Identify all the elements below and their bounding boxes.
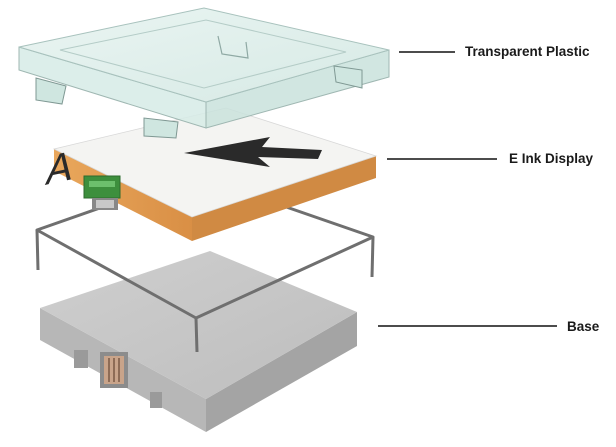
plastic-inner-outline [59, 19, 347, 89]
base-block [40, 251, 357, 432]
eink-right-side [192, 156, 376, 241]
base-connector [100, 352, 128, 388]
display-connector [83, 175, 121, 210]
wire-frame-leg-front [194, 317, 199, 353]
base-top-face [40, 251, 357, 399]
wire-frame-leg-left [35, 229, 40, 271]
display-glyph: A [43, 142, 76, 195]
plastic-tab-front [143, 117, 179, 139]
transparent-plastic-cover [18, 7, 390, 139]
base-foot-right [150, 392, 162, 408]
plastic-top-face [18, 7, 390, 103]
plastic-tab-left [35, 77, 67, 105]
wire-frame-leg-right [370, 236, 375, 278]
plastic-notch [217, 35, 249, 59]
eink-display: A [43, 107, 378, 241]
base-foot-left [74, 350, 88, 368]
label-transparent-plastic: Transparent Plastic [465, 44, 590, 59]
label-eink-display: E Ink Display [509, 151, 594, 166]
plastic-tab-right [333, 65, 363, 89]
base-right-face [206, 312, 357, 432]
eink-left-side [54, 149, 192, 241]
label-base: Base [567, 319, 600, 334]
arrow-icon [184, 137, 322, 167]
